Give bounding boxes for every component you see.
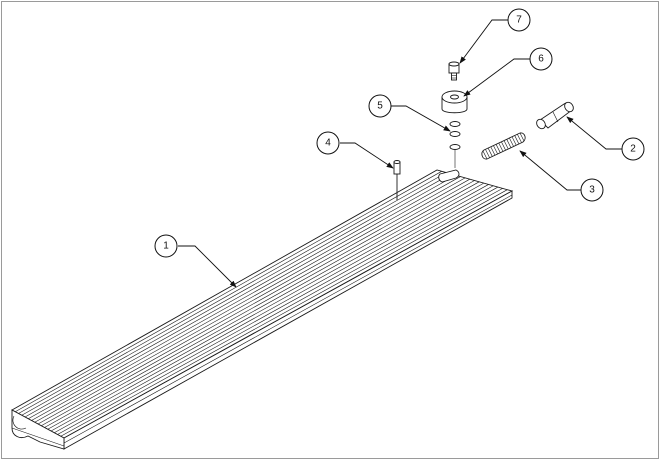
leader-lines	[178, 19, 622, 288]
balloon-1-label: 1	[163, 241, 169, 252]
spring-coil	[482, 150, 488, 160]
balloon-2: 2	[621, 137, 645, 161]
leader-4	[340, 142, 394, 169]
spring-coil	[493, 145, 498, 154]
plank-rib	[28, 176, 461, 420]
balloon-4: 4	[316, 131, 340, 155]
spring-coil	[501, 141, 506, 151]
plank-rib	[47, 184, 489, 430]
spring-coil	[517, 134, 522, 143]
spring-coil	[506, 139, 512, 148]
balloon-2-label: 2	[630, 144, 636, 155]
balloon-6: 6	[529, 47, 553, 71]
plank-rib	[24, 174, 456, 418]
balloon-3-label: 3	[589, 185, 595, 196]
balloon-7: 7	[507, 8, 531, 32]
leader-5	[391, 105, 451, 132]
balloon-7-label: 7	[516, 15, 522, 26]
plank-rib	[41, 181, 480, 427]
spring-coil	[509, 138, 514, 147]
leader-2	[566, 116, 622, 150]
spring-coil	[485, 149, 490, 158]
leader-6	[463, 58, 530, 97]
balloon-4-label: 4	[325, 138, 331, 149]
plank-rib	[37, 180, 475, 425]
plank-rib	[44, 182, 485, 428]
plank-rib	[57, 188, 503, 435]
spring-coil	[498, 143, 504, 152]
plank-rib	[31, 177, 466, 421]
part-2-pin	[536, 101, 574, 130]
balloon-5: 5	[368, 94, 392, 118]
part-4-post	[393, 160, 401, 200]
part-3-spring	[481, 132, 526, 160]
plank-rib	[18, 172, 447, 414]
plank-rib	[34, 178, 470, 423]
leader-1	[178, 245, 237, 288]
plank-rib	[60, 189, 508, 437]
balloon-5-label: 5	[377, 101, 383, 112]
spring-coil	[490, 147, 496, 156]
plank-ribs	[15, 171, 508, 437]
plank-rib	[21, 173, 452, 416]
spring-coil	[511, 136, 517, 145]
spring-coil	[495, 144, 501, 153]
spring-coils	[482, 132, 525, 160]
balloon-6-label: 6	[538, 54, 544, 65]
spring-coil	[519, 132, 525, 142]
part-1-plank	[11, 169, 514, 450]
spring-coil	[488, 148, 493, 157]
part-6-roller	[441, 90, 468, 114]
part-5-washers	[449, 121, 461, 168]
plank-rib	[50, 185, 494, 432]
leader-3	[519, 150, 581, 191]
spring-coil	[503, 140, 509, 149]
leader-7	[459, 19, 508, 64]
plank-rib	[54, 186, 499, 434]
plank-rib	[15, 171, 442, 413]
balloon-3: 3	[580, 178, 604, 202]
spring-coil	[514, 135, 519, 144]
balloon-1: 1	[154, 234, 178, 258]
part-7-screw	[448, 61, 460, 81]
